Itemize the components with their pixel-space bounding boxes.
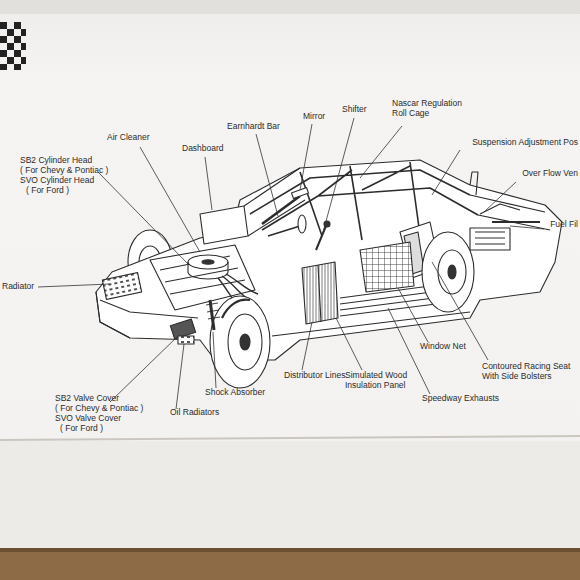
part-label: Over Flow Ven	[522, 169, 578, 179]
part-label: Mirror	[303, 112, 325, 122]
leader-lines	[38, 118, 544, 409]
part-label: Suspension Adjustment Pos	[472, 138, 578, 148]
part-label: ( For Ford )	[60, 424, 103, 434]
part-label: Air Cleaner	[107, 133, 150, 143]
part-label: SB2 Cylinder Head	[20, 156, 92, 166]
part-label: Shifter	[342, 105, 367, 115]
part-label: SVO Cylinder Head	[20, 176, 94, 186]
part-label: Distributor Lines	[284, 371, 345, 381]
part-label: Dashboard	[182, 144, 224, 154]
part-label: SVO Valve Cover	[55, 414, 121, 424]
part-label: Shock Absorber	[205, 388, 265, 398]
part-label: Radiator	[2, 282, 34, 292]
part-label: Nascar Regulation Roll Cage	[392, 99, 474, 119]
race-car	[96, 160, 562, 388]
part-label: ( For Chevy & Pontiac )	[20, 166, 108, 176]
part-label: Fuel Fil	[550, 220, 578, 230]
part-label: Window Net	[420, 342, 466, 352]
part-label: SB2 Valve Cover	[55, 394, 119, 404]
part-label: Oil Radiators	[170, 408, 219, 418]
part-label: Contoured Racing Seat With Side Bolsters	[482, 362, 578, 382]
part-label: Speedway Exhausts	[422, 394, 499, 404]
part-label: ( For Ford )	[26, 186, 69, 196]
part-label: Simulated Wood Insulation Panel	[345, 371, 417, 391]
part-label: Earnhardt Bar	[227, 122, 280, 132]
part-label: ( For Chevy & Pontiac )	[55, 404, 143, 414]
checkered-flag	[0, 22, 26, 70]
